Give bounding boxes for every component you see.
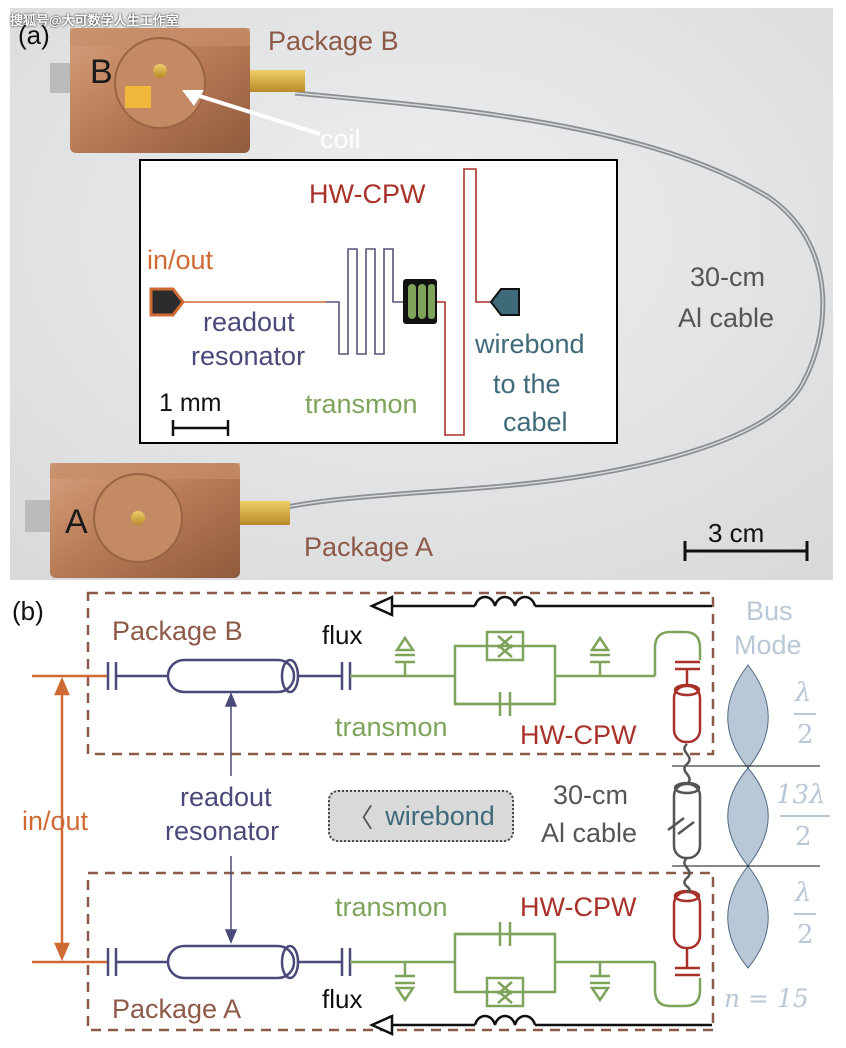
lambda-mid-numerator: 13λ	[776, 780, 826, 810]
circuit-readout-label-1: readout	[180, 782, 272, 812]
circuit-diagram	[32, 591, 830, 1036]
lambda-top-numerator: λ	[795, 678, 812, 708]
inset-wirebond-label-3: cabel	[503, 407, 568, 437]
transmon-circuit-bottom	[350, 922, 702, 1008]
lambda-bottom-numerator: λ	[795, 878, 812, 908]
panel-label-b: (b)	[12, 596, 44, 626]
transmon-top-label: transmon	[335, 712, 448, 742]
hwcpw-bottom-label: HW-CPW	[520, 892, 637, 922]
readout-resonator-bottom	[106, 944, 352, 980]
wirebond-pad	[489, 288, 520, 316]
circuit-cable-label-2: Al cable	[541, 818, 638, 848]
flux-line-bottom	[368, 1014, 712, 1036]
inset-transmon-label: transmon	[305, 389, 418, 419]
circuit-readout-label-2: resonator	[165, 816, 280, 846]
transmon-bottom-label: transmon	[335, 892, 448, 922]
inset-wirebond-label-2: to the	[493, 369, 561, 399]
flux-top-label: flux	[322, 620, 363, 650]
circuit-inout-label: in/out	[22, 806, 89, 836]
hwcpw-bottom	[672, 889, 702, 977]
wirebond-label: wirebond	[385, 800, 495, 831]
lambda-top-denominator: 2	[797, 720, 814, 750]
circuit-cable-label-1: 30-cm	[553, 780, 629, 810]
circuit-package-b-label: Package B	[112, 616, 243, 646]
panel-label-a: (a)	[18, 20, 50, 50]
svg-text:A: A	[65, 503, 88, 541]
inset-hwcpw-label: HW-CPW	[309, 179, 426, 209]
wirebond-box: 〈 wirebond	[328, 790, 514, 842]
scale-3cm-label: 3 cm	[708, 518, 765, 548]
flux-line-top	[368, 595, 712, 617]
hwcpw-line	[437, 168, 491, 436]
inset-scale-1mm-label: 1 mm	[159, 389, 222, 417]
coil-label: coil	[320, 124, 361, 154]
inset-wirebond-label-1: wirebond	[475, 329, 585, 359]
photo-cable-label-1: 30-cm	[690, 262, 766, 292]
scale-bar-1mm	[171, 420, 230, 436]
chip-inset: HW-CPW in/out readout resonator 1 mm tra…	[139, 159, 618, 444]
readout-coupling-arrow	[224, 692, 238, 944]
chip-layout	[149, 168, 520, 436]
package-b-illustration: B	[50, 28, 305, 153]
readout-resonator-top	[106, 658, 352, 694]
scale-bar-3cm	[683, 541, 809, 561]
al-cable-circuit	[667, 743, 702, 894]
svg-text:B: B	[90, 53, 113, 91]
inout-lines	[32, 674, 108, 964]
inset-readout-label-1: readout	[203, 307, 295, 337]
package-a-illustration: A	[25, 463, 290, 578]
photo-package-a-label: Package A	[304, 532, 434, 562]
coil-arrow	[189, 91, 321, 136]
lambda-bottom-denominator: 2	[797, 920, 814, 950]
lambda-mid-denominator: 2	[795, 822, 812, 852]
photo-cable-label-2: Al cable	[678, 303, 775, 333]
mode-number-label: n = 15	[724, 984, 809, 1013]
package-b-box	[86, 591, 715, 756]
bus-mode-label-1: Bus	[746, 596, 793, 626]
watermark: 搜狐号@大可数学人生工作室	[10, 13, 179, 28]
flux-bottom-label: flux	[322, 984, 363, 1014]
photo-package-b-label: Package B	[268, 26, 399, 56]
inset-inout-label: in/out	[147, 245, 214, 275]
inset-readout-label-2: resonator	[191, 341, 306, 371]
hwcpw-top	[672, 660, 702, 744]
hwcpw-top-label: HW-CPW	[520, 720, 637, 750]
transmon-circuit-top	[350, 630, 702, 716]
inout-pad	[149, 287, 185, 317]
package-a-box	[86, 871, 715, 1032]
circuit-package-a-label: Package A	[112, 994, 242, 1024]
readout-meander	[326, 248, 403, 355]
bus-mode-standing-wave	[727, 664, 769, 969]
bus-mode-label-2: Mode	[734, 630, 802, 660]
chevron-left-icon: 〈	[347, 802, 374, 833]
